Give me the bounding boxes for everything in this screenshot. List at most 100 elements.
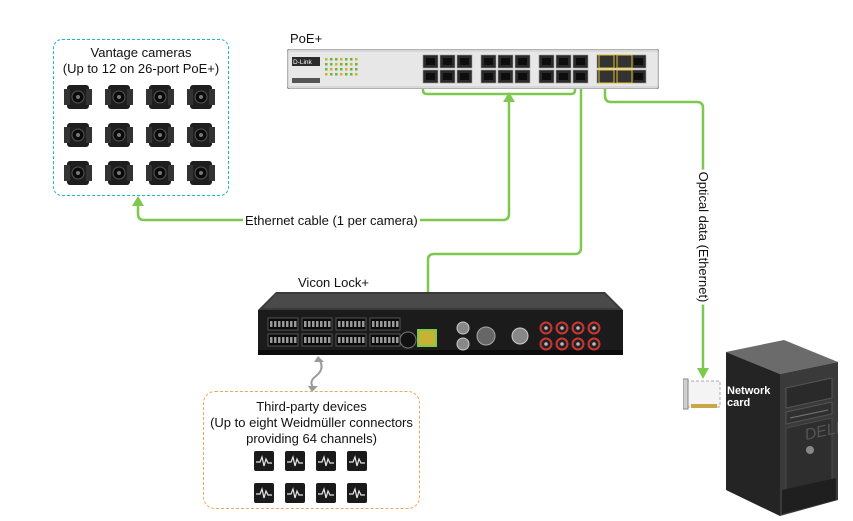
network-card-graphic — [683, 378, 721, 410]
lock-rca-pin — [576, 326, 580, 330]
poe-led — [340, 73, 343, 76]
poe-switch: D-Link — [287, 49, 659, 89]
camera-icon — [105, 159, 133, 187]
lock-rca-pin — [592, 326, 596, 330]
poe-port-socket — [559, 58, 568, 65]
camera-icon — [146, 159, 174, 187]
poe-port-socket — [501, 58, 510, 65]
poe-sfp-port — [598, 69, 615, 84]
poe-sfp-ports — [598, 54, 633, 84]
device-icon — [254, 451, 274, 471]
lock-bnc-2 — [456, 337, 470, 351]
lock-connector-pin — [372, 321, 375, 327]
poe-port-socket — [576, 73, 585, 80]
lock-connector-pin — [350, 337, 353, 343]
poe-led — [335, 68, 338, 71]
device-icon — [347, 451, 367, 471]
lock-connector-pin — [354, 321, 357, 327]
poe-brand-text: D-Link — [293, 59, 313, 66]
poe-led — [345, 68, 348, 71]
camera-icon — [187, 83, 215, 111]
lock-connector-pin — [324, 321, 327, 327]
optical-data-label: Optical data (Ethernet) — [695, 169, 711, 305]
poe-label: PoE+ — [290, 31, 323, 46]
lock-connector-pin — [338, 337, 341, 343]
lock-connector-pin — [304, 337, 307, 343]
lock-connector-pin — [312, 337, 315, 343]
lock-round-connector — [399, 331, 417, 349]
lock-connector-pin — [270, 321, 273, 327]
lock-connector-pin — [274, 337, 277, 343]
network-card — [683, 377, 723, 411]
poe-port-bracket — [421, 82, 577, 96]
lock-bnc-3 — [511, 327, 529, 345]
lock-connector-pin — [384, 337, 387, 343]
poe-switch-graphic: D-Link — [287, 49, 659, 89]
lock-connector-pin — [294, 337, 297, 343]
poe-led — [330, 73, 333, 76]
poe-sfp-port — [616, 54, 633, 69]
lock-label: Vicon Lock+ — [298, 275, 369, 290]
ethernet-arrow-poe — [503, 92, 515, 102]
ethernet-arrow-up — [132, 196, 144, 206]
poe-sfp-port — [616, 69, 633, 84]
lock-connector-pin — [362, 337, 365, 343]
camera-icon — [187, 159, 215, 187]
cameras-subtitle: (Up to 12 on 26-port PoE+) — [62, 61, 220, 76]
device-icon — [316, 451, 336, 471]
poe-sfp-port — [598, 54, 615, 69]
poe-led — [350, 73, 353, 76]
poe-port-socket — [426, 73, 435, 80]
poe-led — [335, 58, 338, 61]
poe-led — [325, 58, 328, 61]
pc-tower: DELL — [718, 340, 838, 516]
network-card-label: Network card — [727, 385, 770, 409]
device-icon — [285, 451, 305, 471]
lock-connector-pin — [328, 321, 331, 327]
optical-arrow-down — [697, 368, 709, 379]
poe-port-socket — [559, 73, 568, 80]
lock-rca-pin — [544, 342, 548, 346]
poe-port-socket — [443, 73, 452, 80]
poe-led — [325, 68, 328, 71]
lock-connector-pin — [388, 321, 391, 327]
cameras-group — [53, 39, 229, 196]
lock-connector-pin — [308, 337, 311, 343]
devices-subtitle-1: (Up to eight Weidmüller connectors — [210, 415, 413, 430]
poe-port-socket — [460, 58, 469, 65]
camera-icon — [64, 159, 92, 187]
lock-connector-pin — [372, 337, 375, 343]
lock-rca-pin — [560, 326, 564, 330]
device-icon — [347, 483, 367, 503]
poe-led — [355, 73, 358, 76]
poe-port-socket — [518, 73, 527, 80]
lock-connector-pin — [392, 337, 395, 343]
camera-icon — [146, 83, 174, 111]
poe-port-socket — [542, 73, 551, 80]
lock-connector-pin — [290, 337, 293, 343]
lock-connector-pin — [338, 321, 341, 327]
lock-connector-pin — [320, 321, 323, 327]
lock-connector-pin — [350, 321, 353, 327]
lock-connector-pin — [286, 321, 289, 327]
camera-icon — [105, 83, 133, 111]
lock-connector-pin — [290, 321, 293, 327]
lock-bnc-1 — [456, 321, 470, 335]
cameras-title: Vantage cameras — [90, 45, 192, 60]
lock-connector-pin — [320, 337, 323, 343]
poe-port-socket — [576, 58, 585, 65]
lock-connector-pin — [358, 321, 361, 327]
poe-status-leds — [325, 58, 358, 76]
poe-led — [330, 58, 333, 61]
lock-connector-pin — [380, 337, 383, 343]
poe-led — [345, 58, 348, 61]
lock-connector-pin — [380, 321, 383, 327]
poe-led — [350, 58, 353, 61]
lock-connector-pin — [376, 321, 379, 327]
poe-led — [350, 63, 353, 66]
devices-group — [203, 391, 420, 509]
lock-connector-pin — [294, 321, 297, 327]
device-icon — [316, 483, 336, 503]
camera-icon — [146, 121, 174, 149]
